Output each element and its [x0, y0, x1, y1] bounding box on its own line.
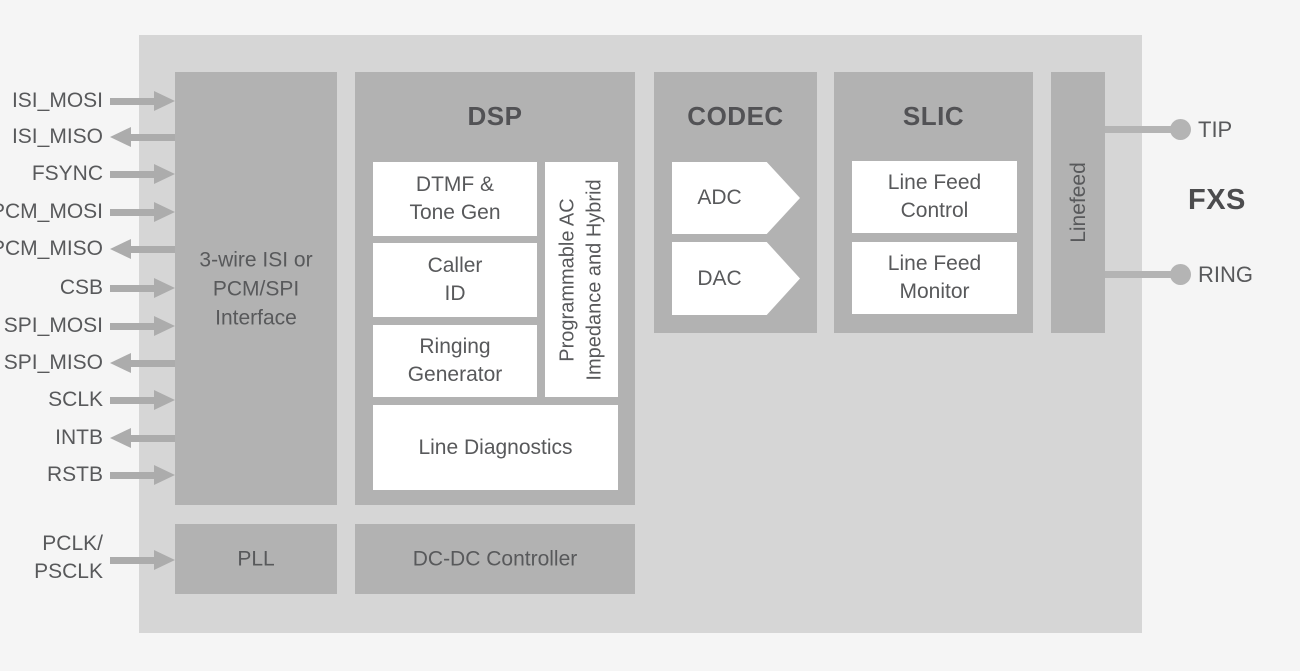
signal-label: PCM_MOSI — [0, 200, 103, 223]
signal-label: INTB — [55, 426, 103, 449]
line-feed-monitor-box: Line Feed Monitor — [852, 242, 1017, 314]
arrow-right-icon — [110, 278, 175, 298]
chip-outline: 3-wire ISI or PCM/SPI Interface DSP DTMF… — [139, 35, 1142, 633]
codec-block: CODEC ADC DAC — [654, 72, 817, 333]
programmable-ac-box: Programmable AC Impedance and Hybrid — [545, 162, 618, 397]
signal-row-spi-mosi: SPI_MOSI — [0, 313, 300, 339]
arrow-left-icon — [110, 428, 175, 448]
signal-row-fsync: FSYNC — [0, 161, 300, 187]
dcdc-controller-label: DC-DC Controller — [412, 547, 578, 571]
codec-title: CODEC — [687, 101, 784, 131]
signal-row-pcm-mosi: PCM_MOSI — [0, 199, 300, 225]
signal-label: CSB — [59, 276, 103, 299]
pll-label: PLL — [237, 547, 275, 571]
signal-label: SPI_MISO — [3, 351, 103, 374]
signal-label: SCLK — [48, 388, 103, 411]
fxs-label: FXS — [1188, 184, 1246, 216]
pll-block: PLL — [175, 524, 337, 594]
ring-terminal-dot — [1170, 264, 1191, 285]
arrow-right-icon — [110, 550, 175, 570]
signal-label: RSTB — [46, 463, 103, 486]
linefeed-block: Linefeed — [1051, 72, 1105, 333]
arrow-right-icon — [110, 164, 175, 184]
signal-label: FSYNC — [31, 162, 103, 185]
signal-row-intb: INTB — [0, 425, 300, 451]
dtmf-tone-gen-box: DTMF & Tone Gen — [373, 162, 537, 236]
signal-row-isi-miso: ISI_MISO — [0, 124, 300, 150]
adc-label: ADC — [697, 186, 742, 209]
signal-row-csb: CSB — [0, 275, 300, 301]
arrow-right-icon — [110, 465, 175, 485]
slic-title: SLIC — [902, 101, 965, 131]
tip-line — [1105, 126, 1175, 133]
arrow-left-icon — [110, 239, 175, 259]
signal-row-pcm-miso: PCM_MISO — [0, 236, 300, 262]
programmable-ac-label: Programmable AC Impedance and Hybrid — [556, 178, 606, 381]
arrow-right-icon — [110, 91, 175, 111]
dsp-block: DSP DTMF & Tone Gen Caller ID Ringing Ge… — [355, 72, 635, 505]
signal-label: SPI_MOSI — [3, 314, 103, 337]
dac-label: DAC — [697, 266, 742, 290]
line-feed-control-box: Line Feed Control — [852, 161, 1017, 233]
ring-label: RING — [1198, 262, 1253, 287]
caller-id-box: Caller ID — [373, 243, 537, 317]
dac-arrow-shape: DAC — [672, 242, 800, 315]
interface-block: 3-wire ISI or PCM/SPI Interface — [175, 72, 337, 505]
dcdc-controller-block: DC-DC Controller — [355, 524, 635, 594]
ringing-generator-box: Ringing Generator — [373, 325, 537, 397]
line-diagnostics-box: Line Diagnostics — [373, 405, 618, 490]
arrow-right-icon — [110, 390, 175, 410]
signal-label: ISI_MISO — [11, 125, 103, 148]
tip-terminal-dot — [1170, 119, 1191, 140]
signal-row-spi-miso: SPI_MISO — [0, 350, 300, 376]
arrow-right-icon — [110, 202, 175, 222]
linefeed-label: Linefeed — [1066, 162, 1090, 243]
arrow-right-icon — [110, 316, 175, 336]
dsp-title: DSP — [467, 101, 523, 131]
interface-block-label: 3-wire ISI or PCM/SPI Interface — [199, 248, 313, 329]
tip-label: TIP — [1198, 117, 1233, 142]
signal-row-sclk: SCLK — [0, 387, 300, 413]
signal-row-rstb: RSTB — [0, 462, 300, 488]
signal-label-pclk: PCLK/ PSCLK — [34, 532, 103, 583]
ring-line — [1105, 271, 1175, 278]
signal-label: ISI_MOSI — [11, 89, 103, 112]
adc-arrow-shape: ADC — [672, 162, 800, 234]
arrow-left-icon — [110, 127, 175, 147]
signal-row-isi-mosi: ISI_MOSI — [0, 88, 300, 114]
slic-block: SLIC Line Feed Control Line Feed Monitor — [834, 72, 1033, 333]
signal-label: PCM_MISO — [0, 237, 103, 260]
arrow-left-icon — [110, 353, 175, 373]
